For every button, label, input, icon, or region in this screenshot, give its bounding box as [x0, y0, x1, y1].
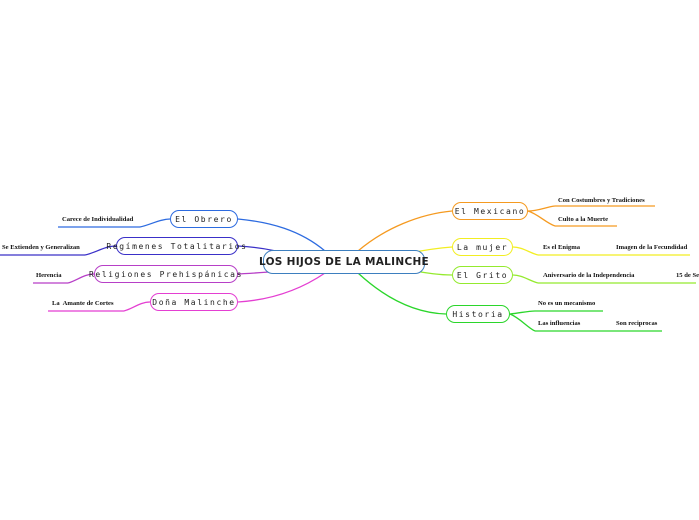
leaf-herencia[interactable]: Herencia	[36, 272, 62, 279]
leaf-con-costumbres-y-tradiciones[interactable]: Con Costumbres y Tradiciones	[558, 197, 645, 204]
leaf-son-reciprocas[interactable]: Son reciprocas	[616, 320, 658, 327]
branch-dona-malinche[interactable]: Doña Malinche	[150, 293, 238, 311]
branch-religiones-prehispanicas[interactable]: Religiones Prehispánicas	[89, 265, 241, 283]
leaf-imagen-de-la-fecundidad[interactable]: Imagen de la Fecundidad	[616, 244, 688, 251]
branch-regimenes-totalitarios[interactable]: Regímenes Totalitarios	[106, 237, 246, 255]
branch-el-obrero[interactable]: El Obrero	[170, 210, 238, 228]
branch-historia[interactable]: Historia	[446, 305, 510, 323]
leaf-no-es-un-mecanismo[interactable]: No es un mecanismo	[538, 300, 596, 307]
connector-el-obrero	[237, 218, 326, 252]
branch-el-mexicano[interactable]: El Mexicano	[452, 202, 528, 220]
leaf-aniversario-de-la-independencia[interactable]: Aniversario de la Independencia	[543, 272, 635, 279]
branch-el-grito[interactable]: El Grito	[452, 266, 513, 284]
branch-la-mujer[interactable]: La mujer	[452, 238, 513, 256]
leaf-15-de-se[interactable]: 15 de Se	[676, 272, 699, 279]
connector-dona-malinche	[237, 272, 326, 303]
leaf-las-influencias[interactable]: Las influencias	[538, 320, 581, 327]
leaf-la-amante-de-cortes[interactable]: La Amante de Cortes	[52, 300, 114, 307]
leaf-se-extienden-y-generalizan[interactable]: Se Extienden y Generalizan	[2, 244, 80, 251]
leaf-carece-de-individualidad[interactable]: Carece de Individualidad	[62, 216, 134, 223]
connector-historia	[357, 272, 447, 315]
central-topic[interactable]: LOS HIJOS DE LA MALINCHE	[259, 250, 429, 274]
connector-el-mexicano	[357, 210, 453, 252]
leaf-culto-a-la-muerte[interactable]: Culto a la Muerte	[558, 216, 608, 223]
leaf-es-el-enigma[interactable]: Es el Enigma	[543, 244, 581, 251]
